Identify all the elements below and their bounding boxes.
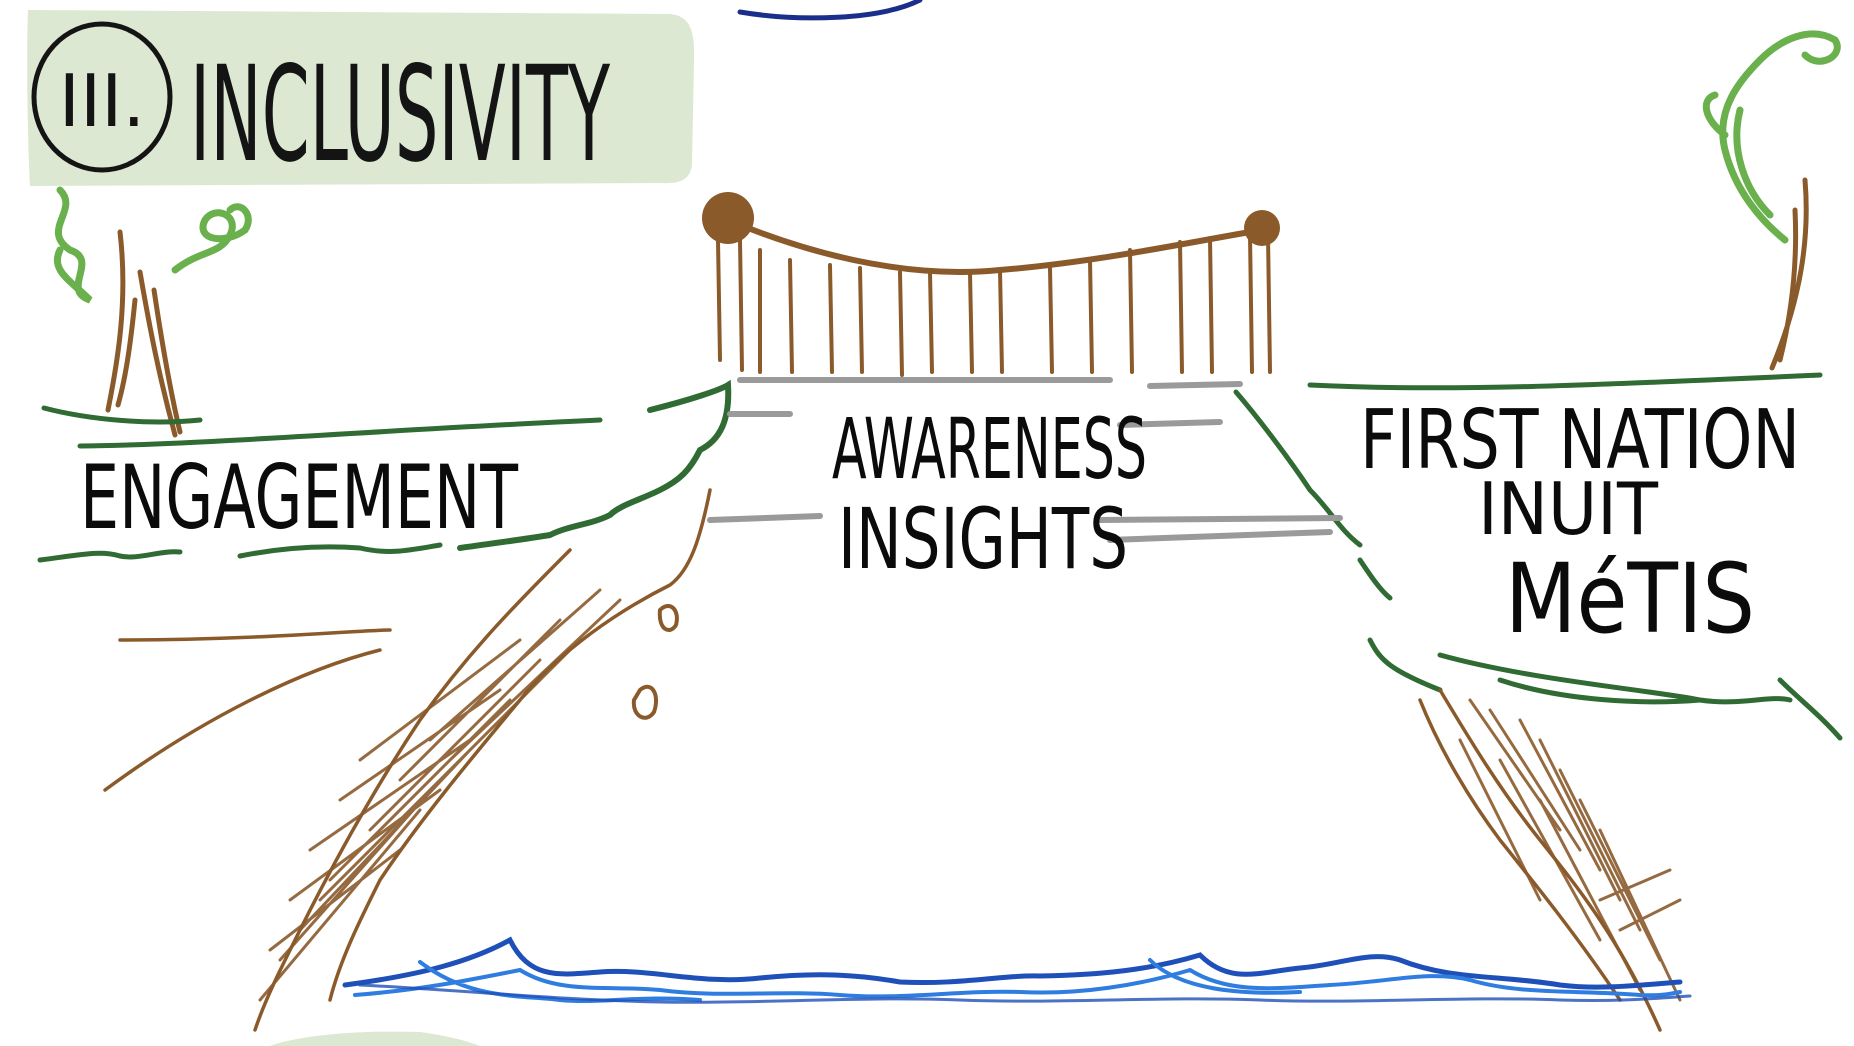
left-cliff-outline	[103, 488, 712, 1032]
title-numeral-circle	[31, 21, 173, 173]
river-waves-extra	[358, 983, 1692, 1004]
right-bank-top-grass	[1307, 372, 1823, 391]
top-partial-stroke	[737, 0, 923, 21]
right-label-metis: MéTIS	[1505, 543, 1755, 655]
left-tree-trunk	[105, 229, 183, 438]
left-tree-leaves	[53, 186, 252, 304]
river	[342, 936, 1692, 1004]
left-cliff-rock	[631, 604, 679, 720]
left-cliff-hatching	[258, 588, 622, 1002]
river-waves-dark	[342, 936, 1683, 990]
river-waves-light	[353, 958, 1682, 1004]
right-tree-leaves	[1702, 30, 1841, 244]
right-tree	[1702, 30, 1841, 371]
left-bank-lower-grass	[37, 542, 443, 563]
right-label-inuit: INUIT	[1478, 467, 1659, 551]
left-bank: ENGAGEMENT	[37, 379, 732, 563]
title-numeral: III.	[59, 59, 146, 143]
right-cliff-hatching	[1458, 698, 1682, 1002]
left-bank-label: ENGAGEMENT	[80, 446, 519, 549]
bridge-label-awareness: AWARENESS	[832, 400, 1147, 498]
left-tree	[53, 186, 252, 438]
bridge-planks	[707, 377, 1343, 543]
rope-bridge: AWARENESS INSIGHTS	[702, 192, 1343, 588]
right-cliff	[1418, 688, 1682, 1032]
right-bank-lower-grass	[1437, 652, 1843, 741]
left-cliff	[103, 488, 712, 1032]
bridge-posts	[716, 233, 1272, 377]
right-label-first-nation: FIRST NATION	[1360, 393, 1800, 488]
left-bank-edge-grass	[457, 379, 732, 551]
left-bank-top-grass	[41, 405, 603, 449]
right-bank-edge-grass	[1233, 389, 1443, 693]
title-highlight	[27, 10, 695, 186]
right-tree-trunk	[1769, 177, 1809, 371]
bottom-partial-highlight	[270, 1031, 480, 1046]
title-text: INCLUSIVITY	[190, 38, 610, 192]
bridge-label-insights: INSIGHTS	[838, 490, 1128, 588]
title-block: III. INCLUSIVITY	[27, 10, 695, 192]
right-bank: FIRST NATION INUIT MéTIS	[1233, 372, 1843, 741]
